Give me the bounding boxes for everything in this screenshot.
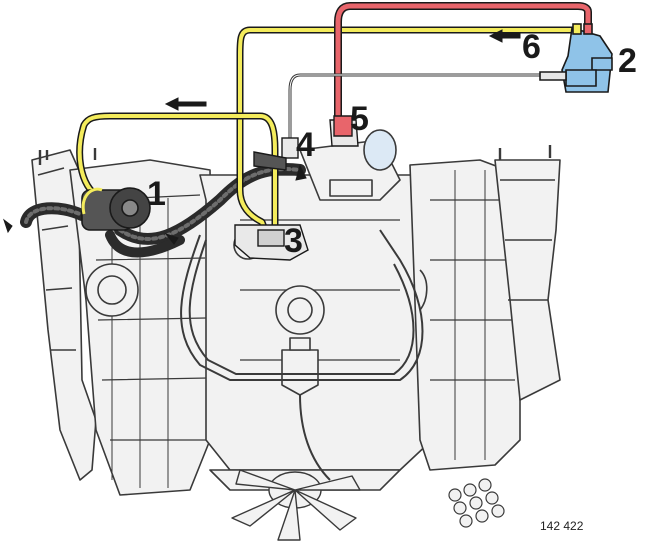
callout-4: 4 <box>296 126 315 164</box>
component-4-valve <box>253 137 299 171</box>
component-5-connection <box>329 115 359 147</box>
vacuum-lines <box>76 26 581 246</box>
callout-1: 1 <box>147 175 166 213</box>
component-3-valve <box>234 224 309 261</box>
flow-arrows <box>3 29 521 245</box>
callout-labels: 1 2 3 4 5 6 142 422 <box>147 28 637 533</box>
component-1-pump <box>81 187 151 231</box>
figure-number: 142 422 <box>540 519 584 533</box>
coolant-lines <box>180 229 424 481</box>
callout-6: 6 <box>522 28 541 66</box>
black-hoses <box>20 163 306 258</box>
callout-5: 5 <box>350 100 369 138</box>
pressure-line <box>334 2 592 139</box>
callout-3: 3 <box>284 222 303 260</box>
component-2-control-unit <box>539 23 613 93</box>
callout-2: 2 <box>618 42 637 80</box>
